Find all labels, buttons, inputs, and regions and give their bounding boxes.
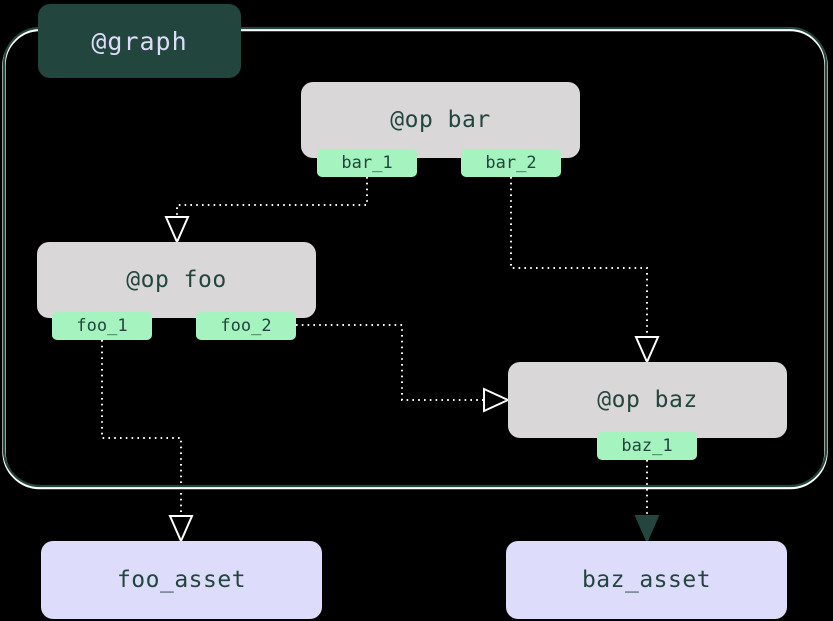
arrowhead-edge-bar2-baz bbox=[634, 336, 660, 365]
port-bar_1[interactable]: bar_1 bbox=[317, 149, 417, 177]
arrowhead-edge-foo2-baz bbox=[483, 387, 511, 413]
edge-bar_1-to-op-foo bbox=[176, 177, 368, 232]
node-op-bar[interactable]: @op bar bbox=[301, 82, 580, 158]
edges-group bbox=[101, 177, 660, 544]
node-label-op-baz: @op baz bbox=[597, 387, 698, 413]
edge-foo_1-to-asset-foo bbox=[101, 340, 182, 531]
port-foo_1[interactable]: foo_1 bbox=[52, 312, 152, 340]
node-label-asset-baz: baz_asset bbox=[581, 567, 712, 593]
node-asset-foo[interactable]: foo_asset bbox=[41, 541, 322, 619]
node-label-asset-foo: foo_asset bbox=[116, 567, 247, 593]
edge-foo_2-to-op-baz bbox=[296, 324, 498, 401]
port-baz_1[interactable]: baz_1 bbox=[597, 432, 697, 460]
arrowhead-edge-foo1-fooasset bbox=[168, 515, 194, 544]
node-label-op-foo: @op foo bbox=[126, 267, 227, 293]
node-asset-baz[interactable]: baz_asset bbox=[506, 541, 787, 619]
port-bar_2[interactable]: bar_2 bbox=[461, 149, 561, 177]
arrowhead-edge-bar1-foo bbox=[164, 216, 190, 245]
node-label-op-bar: @op bar bbox=[390, 107, 491, 133]
edge-bar_2-to-op-baz bbox=[510, 177, 648, 352]
port-foo_2[interactable]: foo_2 bbox=[196, 312, 296, 340]
node-op-baz[interactable]: @op baz bbox=[508, 362, 787, 438]
node-op-foo[interactable]: @op foo bbox=[37, 242, 316, 318]
arrowhead-edge-baz1-bazasset bbox=[634, 515, 660, 544]
cluster-label-graph[interactable]: @graph bbox=[38, 4, 241, 78]
